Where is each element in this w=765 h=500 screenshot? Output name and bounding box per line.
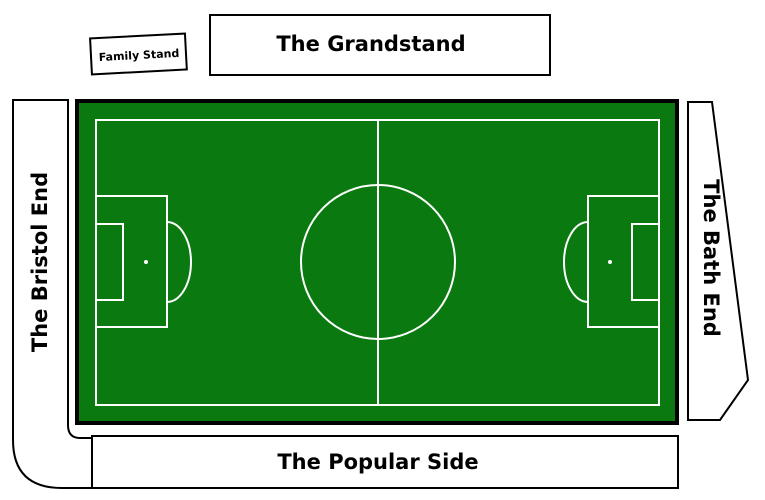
grandstand-outline	[209, 14, 551, 76]
centre-circle	[300, 184, 456, 340]
bath-end: The Bath End	[687, 101, 750, 421]
grandstand: The Grandstand	[209, 14, 551, 76]
popular-side-label: The Popular Side	[277, 450, 478, 474]
left-goal-area	[95, 223, 124, 301]
grandstand-label: The Grandstand	[276, 32, 465, 56]
pitch	[75, 99, 679, 425]
right-goal-area	[631, 223, 660, 301]
family-stand-outline	[89, 32, 188, 76]
left-penalty-arc	[166, 221, 192, 303]
family-stand: Family Stand	[89, 32, 188, 76]
right-penalty-spot	[608, 260, 612, 264]
popular-side-outline	[91, 435, 679, 489]
bristol-end: The Bristol End	[12, 99, 93, 489]
right-penalty-arc	[563, 221, 589, 303]
left-penalty-spot	[144, 260, 148, 264]
bath-end-label: The Bath End	[699, 179, 723, 337]
bristol-end-label: The Bristol End	[28, 172, 52, 352]
family-stand-label: Family Stand	[98, 47, 179, 64]
popular-side: The Popular Side	[91, 435, 679, 489]
bath-end-outline	[687, 101, 750, 421]
